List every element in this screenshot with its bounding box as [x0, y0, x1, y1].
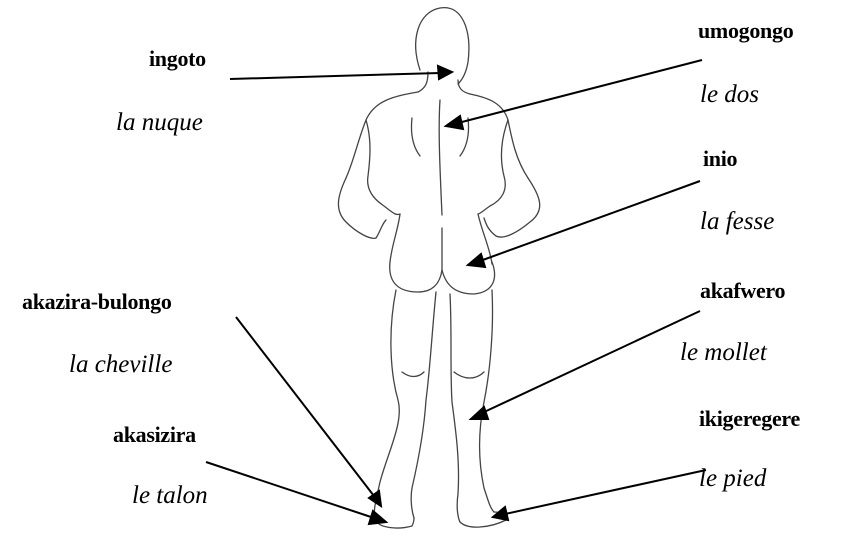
- pointer-back: [446, 60, 702, 129]
- figure-torso: [390, 214, 400, 262]
- label-buttock-translation: la fesse: [700, 208, 774, 236]
- figure-left-arm: [338, 178, 376, 238]
- label-heel-translation: le talon: [132, 482, 208, 510]
- label-nape-translation: la nuque: [116, 109, 203, 137]
- pointer-ankle: [236, 317, 381, 506]
- label-back-term: umogongo: [698, 18, 793, 44]
- label-ankle-translation: la cheville: [69, 351, 172, 379]
- figure-buttocks: [390, 262, 442, 292]
- figure-shoulders: [346, 92, 418, 178]
- figure-right-leg: [450, 294, 460, 522]
- label-calf-translation: le mollet: [680, 339, 767, 367]
- label-foot-term: ikigeregere: [699, 406, 800, 432]
- label-calf-term: akafwero: [700, 278, 785, 304]
- label-buttock-term: inio: [703, 146, 737, 172]
- label-ankle-term: akazira-bulongo: [22, 289, 172, 315]
- label-heel-term: akasizira: [113, 422, 196, 448]
- label-foot-translation: le pied: [699, 465, 766, 493]
- label-nape-term: ingoto: [149, 46, 206, 72]
- figure-spine: [439, 100, 442, 215]
- pointer-calf: [471, 311, 700, 419]
- label-back-translation: le dos: [700, 81, 759, 109]
- pointer-lines: [206, 60, 706, 524]
- pointer-heel: [206, 462, 386, 524]
- pointer-foot: [493, 470, 706, 520]
- figure-right-arm: [496, 178, 540, 237]
- figure-left-leg: [374, 290, 399, 520]
- figure-neck: [418, 72, 428, 92]
